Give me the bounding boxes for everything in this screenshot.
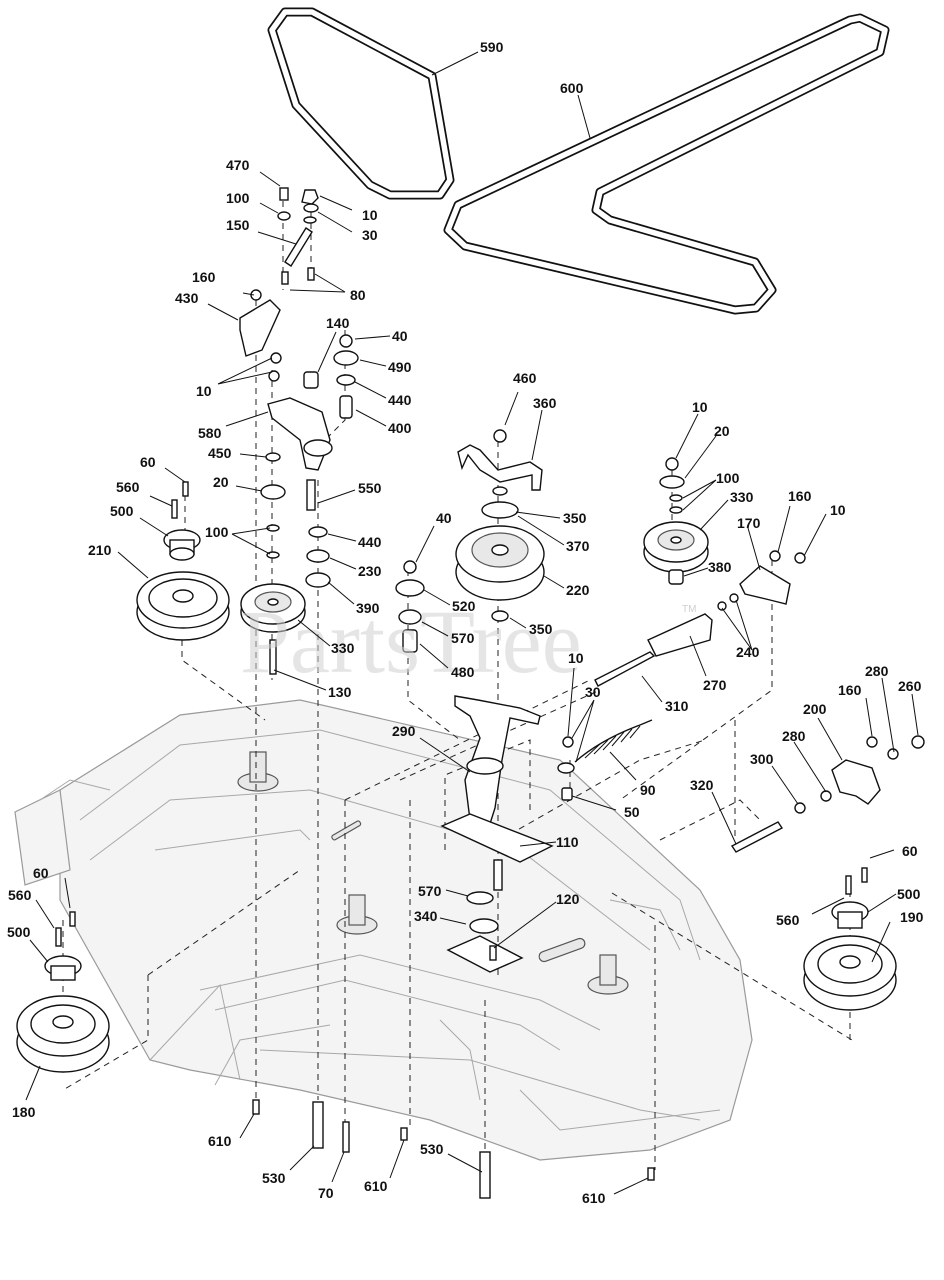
callout-10: 10 xyxy=(830,502,846,518)
callout-530: 530 xyxy=(262,1170,286,1186)
callout-610: 610 xyxy=(582,1190,606,1206)
callout-580: 580 xyxy=(198,425,222,441)
callout-350: 350 xyxy=(529,621,553,637)
callout-610: 610 xyxy=(208,1133,232,1149)
callout-10: 10 xyxy=(196,383,212,399)
callout-400: 400 xyxy=(388,420,412,436)
callout-180: 180 xyxy=(12,1104,36,1120)
callout-190: 190 xyxy=(900,909,924,925)
callout-520: 520 xyxy=(452,598,476,614)
callout-390: 390 xyxy=(356,600,380,616)
callout-110: 110 xyxy=(556,834,579,850)
callout-370: 370 xyxy=(566,538,590,554)
callout-170: 170 xyxy=(737,515,761,531)
watermark-tm: TM xyxy=(682,604,696,615)
callout-10: 10 xyxy=(692,399,708,415)
callout-140: 140 xyxy=(326,315,350,331)
pulley-330-right xyxy=(643,521,709,573)
callout-590: 590 xyxy=(480,39,504,55)
callout-60: 60 xyxy=(902,843,918,859)
callout-280: 280 xyxy=(865,663,889,679)
callout-500: 500 xyxy=(7,924,31,940)
hubs-500 xyxy=(44,529,869,981)
callout-20: 20 xyxy=(213,474,229,490)
pulley-220 xyxy=(455,525,545,601)
callout-560: 560 xyxy=(116,479,140,495)
watermark-text: PartsTree xyxy=(240,593,582,692)
callout-300: 300 xyxy=(750,751,774,767)
callout-560: 560 xyxy=(776,912,800,928)
callout-120: 120 xyxy=(556,891,580,907)
pulley-180 xyxy=(16,995,110,1073)
mower-deck xyxy=(14,699,753,1161)
pulley-330-left xyxy=(240,583,306,675)
callout-430: 430 xyxy=(175,290,199,306)
callout-560: 560 xyxy=(8,887,32,903)
callout-460: 460 xyxy=(513,370,537,386)
callout-280: 280 xyxy=(782,728,806,744)
callout-220: 220 xyxy=(566,582,590,598)
callout-480: 480 xyxy=(451,664,475,680)
callout-20: 20 xyxy=(714,423,730,439)
callout-160: 160 xyxy=(838,682,862,698)
callout-80: 80 xyxy=(350,287,366,303)
callout-360: 360 xyxy=(533,395,557,411)
callout-330: 330 xyxy=(730,489,754,505)
callout-10: 10 xyxy=(362,207,378,223)
callout-240: 240 xyxy=(736,644,760,660)
callout-550: 550 xyxy=(358,480,382,496)
callout-70: 70 xyxy=(318,1185,334,1201)
callout-40: 40 xyxy=(436,510,452,526)
callout-160: 160 xyxy=(192,269,216,285)
callout-10: 10 xyxy=(568,650,584,666)
callout-90: 90 xyxy=(640,782,656,798)
callout-60: 60 xyxy=(140,454,156,470)
callout-440: 440 xyxy=(358,534,382,550)
callout-450: 450 xyxy=(208,445,232,461)
callout-130: 130 xyxy=(328,684,352,700)
callout-40: 40 xyxy=(392,328,408,344)
callout-440: 440 xyxy=(388,392,412,408)
callout-270: 270 xyxy=(703,677,727,693)
callout-230: 230 xyxy=(358,563,382,579)
callout-200: 200 xyxy=(803,701,827,717)
belt-600 xyxy=(443,13,890,315)
callout-150: 150 xyxy=(226,217,250,233)
leader-lines xyxy=(25,51,919,1195)
callout-500: 500 xyxy=(897,886,921,902)
callout-labels: 590 600 470 100 10 30 150 80 160 430 140… xyxy=(7,39,924,1206)
pulley-190 xyxy=(803,935,897,1011)
callout-100: 100 xyxy=(716,470,740,486)
callout-380: 380 xyxy=(708,559,732,575)
callout-60: 60 xyxy=(33,865,49,881)
callout-470: 470 xyxy=(226,157,250,173)
callout-160: 160 xyxy=(788,488,812,504)
callout-500: 500 xyxy=(110,503,134,519)
callout-320: 320 xyxy=(690,777,714,793)
callout-100: 100 xyxy=(226,190,250,206)
callout-600: 600 xyxy=(560,80,584,96)
callout-290: 290 xyxy=(392,723,416,739)
callout-350: 350 xyxy=(563,510,587,526)
callout-100: 100 xyxy=(205,524,229,540)
callout-490: 490 xyxy=(388,359,412,375)
callout-310: 310 xyxy=(665,698,689,714)
callout-260: 260 xyxy=(898,678,922,694)
belt-590 xyxy=(267,7,455,200)
callout-340: 340 xyxy=(414,908,438,924)
callout-530: 530 xyxy=(420,1141,444,1157)
callout-330: 330 xyxy=(331,640,355,656)
callout-210: 210 xyxy=(88,542,112,558)
pulley-210 xyxy=(136,571,230,641)
callout-570: 570 xyxy=(451,630,475,646)
callout-610: 610 xyxy=(364,1178,388,1194)
hardware xyxy=(55,187,925,1199)
callout-570: 570 xyxy=(418,883,442,899)
callout-50: 50 xyxy=(624,804,640,820)
callout-30: 30 xyxy=(362,227,378,243)
callout-30: 30 xyxy=(585,684,601,700)
